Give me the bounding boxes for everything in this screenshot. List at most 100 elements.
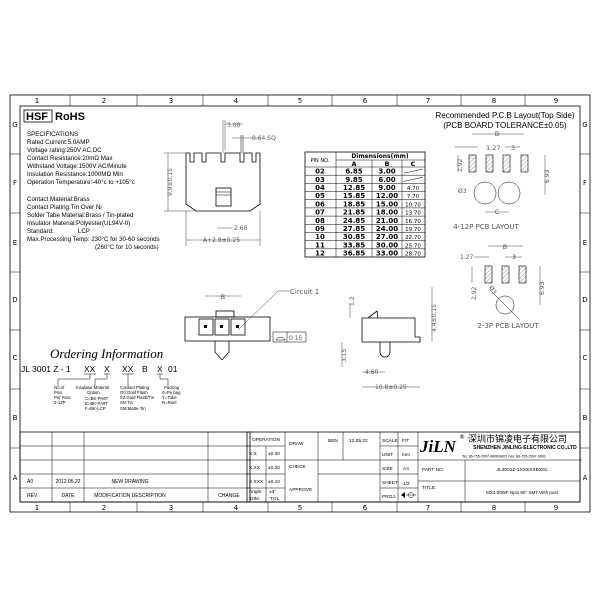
table-cell: 18.85 — [343, 200, 365, 208]
column-label: 6 — [363, 504, 368, 512]
material-line: Contact Material:Brass — [27, 196, 90, 203]
table-cell: 3.00 — [378, 168, 395, 176]
pcb-3-dimension: 3 — [511, 144, 515, 152]
top-view-drawing: 3.00 0.64 SQ 9.9±0.15 2.60 A+2.8±0.25 — [164, 120, 276, 246]
table-cell: 9.85 — [345, 176, 362, 184]
row-label: C — [13, 354, 18, 362]
row-label: C — [583, 354, 588, 362]
pcb-hole-dimension: Ø3 — [487, 285, 497, 296]
ordering-code-part: 01 — [168, 364, 178, 374]
table-cell: 15.00 — [376, 200, 398, 208]
column-label: 1 — [35, 97, 39, 105]
table-cell: 12.85 — [343, 184, 365, 192]
material-line: Standard: LCP — [27, 228, 90, 235]
column-label: 4 — [234, 97, 239, 105]
spec-line: Insulation Resistance:1000MΩ Min — [27, 171, 123, 178]
rohs-badge: HSF RoHS — [23, 109, 85, 123]
table-cell: 12 — [315, 250, 325, 258]
legend-plating: SM:Matte-Tin — [120, 406, 146, 411]
pcb-title: Recommended P.C.B Layout(Top Side) — [435, 111, 574, 120]
operation-label: OPERATION — [252, 437, 280, 443]
table-cell: 15.85 — [343, 192, 365, 200]
tolerance-value: ±0.30 — [268, 451, 280, 457]
unit-label: UNIT — [382, 452, 393, 458]
legend-plating: S2:Gold Flash/Tin — [120, 395, 155, 400]
legend-pins: Per Row — [54, 395, 71, 400]
table-cell: 21.85 — [343, 209, 365, 217]
pcb-h2-dimension: 6.93 — [544, 169, 551, 183]
flatness-tolerance: 0.15 — [289, 335, 303, 342]
tolerance-value: ±0.10 — [268, 479, 280, 485]
side-height-dimension: 4.4±0.15 — [431, 304, 438, 332]
spec-title: SPECIFICATIONS — [27, 131, 78, 138]
table-cell: 36.85 — [343, 250, 365, 258]
row-label: F — [583, 179, 587, 187]
tolerance-value: ±0.20 — [268, 465, 280, 471]
ordering-code-part: XX — [122, 364, 134, 374]
unit-value: mm — [402, 453, 410, 458]
table-header-dimensions: Dimensions(mm) — [351, 153, 408, 160]
pcb-layout: Recommended P.C.B Layout(Top Side) (PCB … — [435, 111, 574, 330]
column-label: 3 — [169, 97, 173, 105]
pcb-pitch-dimension: 1.27 — [460, 254, 474, 261]
approve-label: APPROVE — [289, 487, 312, 493]
column-label: 3 — [169, 504, 173, 512]
table-cell: 27.00 — [376, 233, 398, 241]
table-cell: 07 — [315, 209, 325, 217]
column-label: 7 — [426, 97, 430, 105]
width-dimension: A+2.8±0.25 — [203, 237, 240, 244]
tol-label: TOL — [270, 496, 280, 502]
circuit-1-label: Circuit 1 — [290, 288, 319, 296]
side-top-dimension: 1.2 — [349, 296, 356, 306]
pcb-b-dimension: B — [495, 130, 499, 138]
column-label: 5 — [298, 97, 302, 105]
table-cell: 24.85 — [343, 217, 365, 225]
table-cell: 09 — [315, 225, 325, 233]
legend-pins: 2-12P — [54, 400, 66, 405]
pcb-h1-dimension: 2.92 — [457, 158, 464, 172]
legend-pins: No.of — [54, 385, 65, 390]
ordering-title: Ordering Information — [50, 346, 163, 361]
table-cell: 02 — [315, 168, 325, 176]
row-label: E — [13, 239, 17, 247]
ordering-code-part: X — [104, 364, 110, 374]
specifications: SPECIFICATIONS Rated Current:5.0AMP Volt… — [27, 131, 160, 251]
table-cell: 18.00 — [376, 209, 398, 217]
tolerance-dim: X.X — [249, 451, 258, 457]
side-view-drawing: 1.2 4.4±0.15 3.15 4.60 10.8±0.25 — [341, 287, 438, 391]
layout-4-12p-label: 4-12P PCB LAYOUT — [453, 223, 519, 231]
row-label: F — [13, 179, 17, 187]
title-block: OPERATION X.X ±0.30 X.XX ±0.20 X.XXX ±0.… — [246, 431, 582, 503]
column-label: 5 — [298, 504, 302, 512]
table-cell: 4.70 — [407, 186, 420, 192]
table-cell: 11 — [315, 241, 325, 249]
column-label: 8 — [492, 97, 496, 105]
table-cell: 33.00 — [376, 250, 398, 258]
table-cell: 30.85 — [343, 233, 365, 241]
revision-header: MODIFICATION DESCRIPTION — [94, 493, 166, 499]
column-label: 4 — [234, 504, 239, 512]
legend-packing: R=Reel — [162, 400, 176, 405]
table-cell: 03 — [315, 176, 325, 184]
ordering-code-part: X — [157, 364, 163, 374]
column-label: 6 — [363, 97, 368, 105]
rohs-label: RoHS — [55, 111, 85, 123]
tolerance-value: ±3° — [269, 489, 276, 495]
table-cell: 16.70 — [405, 219, 421, 225]
drawing-title: MX3.00WF Npin 90° SMT With post — [486, 490, 558, 495]
table-header-b: B — [385, 160, 390, 168]
revision-description: NEW DRAWING — [111, 479, 148, 485]
offset-dimension: 2.60 — [234, 225, 248, 232]
legend-packing: 0=Pe bag — [162, 390, 181, 395]
revision-table: A0 2012.05.22 NEW DRAWING REV DATE MODIF… — [19, 431, 251, 503]
size-value: A4 — [403, 466, 409, 472]
pcb-h1-dimension: 2.92 — [471, 286, 478, 300]
drawer-name: BEN — [328, 438, 338, 444]
